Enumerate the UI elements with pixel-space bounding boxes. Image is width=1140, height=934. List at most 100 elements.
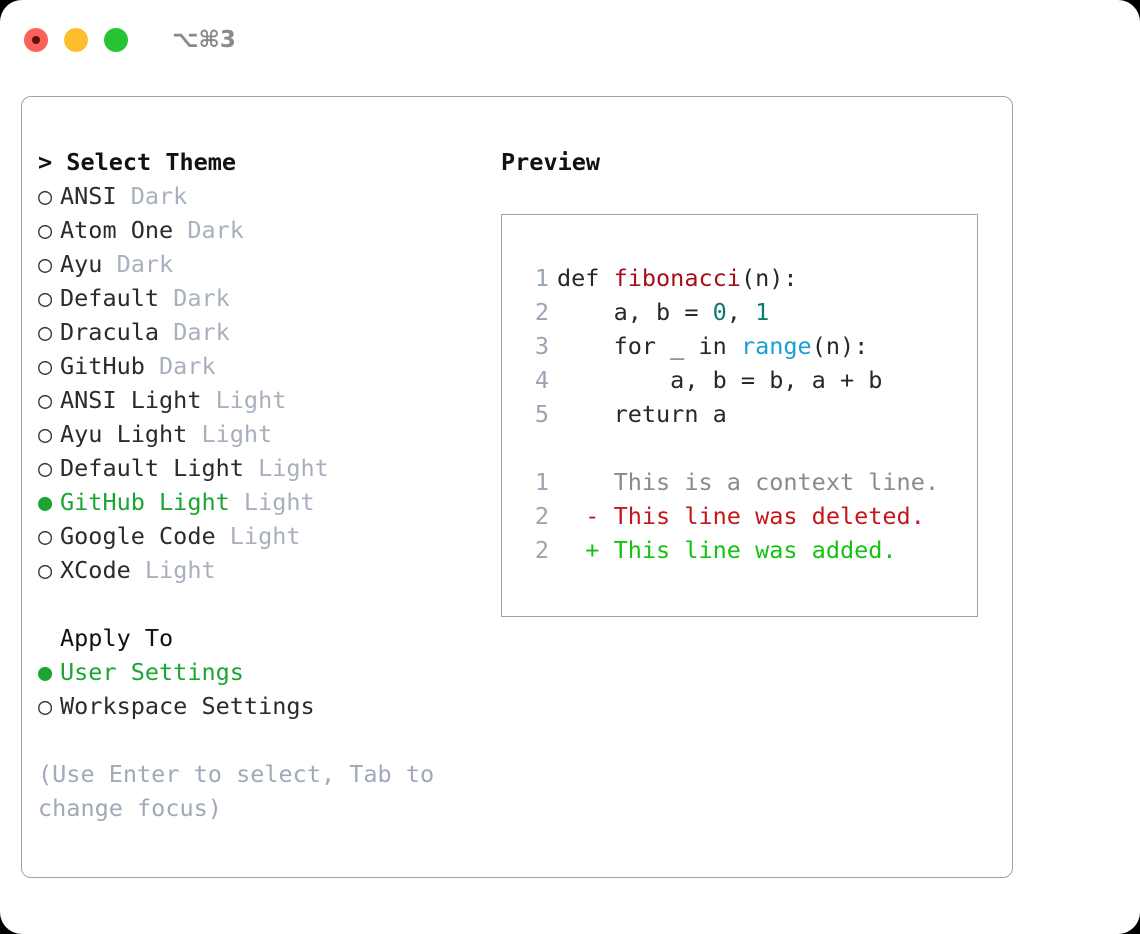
diff-line-deleted: 2 - This line was deleted. xyxy=(502,499,977,533)
code-token-number: 0 xyxy=(712,298,727,326)
code-token-plain: def xyxy=(557,264,614,292)
code-spacer xyxy=(502,431,977,465)
code-token-plain: return a xyxy=(557,400,727,428)
apply-to-option-label: User Settings xyxy=(60,658,244,686)
diff-line-text: - This line was deleted. xyxy=(557,502,925,530)
select-theme-heading: > Select Theme xyxy=(38,148,237,176)
theme-item-ansi-light[interactable]: ○ANSI Light Light xyxy=(38,383,508,417)
maximize-button[interactable] xyxy=(104,28,128,52)
theme-item-ayu-light[interactable]: ○Ayu Light Light xyxy=(38,417,508,451)
theme-item-label: Ayu Light xyxy=(60,420,188,448)
theme-item-ayu[interactable]: ○Ayu Dark xyxy=(38,247,508,281)
code-line: 4 a, b = b, a + b xyxy=(502,363,977,397)
apply-to-option-workspace-settings[interactable]: ○Workspace Settings xyxy=(38,689,508,723)
main-panel: > Select Theme ○ANSI Dark○Atom One Dark○… xyxy=(21,96,1013,878)
theme-item-kind: Light xyxy=(130,556,216,584)
radio-unselected-icon[interactable]: ○ xyxy=(38,454,53,482)
code-line: 5 return a xyxy=(502,397,977,431)
code-line: 3 for _ in range(n): xyxy=(502,329,977,363)
radio-unselected-icon[interactable]: ○ xyxy=(38,556,53,584)
theme-item-label: Dracula xyxy=(60,318,160,346)
line-number: 1 xyxy=(534,264,549,292)
code-line: 1 def fibonacci(n): xyxy=(502,261,977,295)
theme-item-label: GitHub xyxy=(60,352,145,380)
radio-unselected-icon[interactable]: ○ xyxy=(38,250,53,278)
code-line-text: for _ in range(n): xyxy=(557,329,869,363)
theme-item-github-light[interactable]: ●GitHub Light Light xyxy=(38,485,508,519)
radio-unselected-icon[interactable]: ○ xyxy=(38,692,53,720)
radio-selected-icon[interactable]: ● xyxy=(38,658,53,686)
theme-item-label: ANSI Light xyxy=(60,386,202,414)
diff-line-added: 2 + This line was added. xyxy=(502,533,977,567)
code-token-plain: , xyxy=(726,298,756,326)
code-token-plain: (n): xyxy=(740,264,798,292)
code-token-function: fibonacci xyxy=(613,264,741,292)
line-number: 2 xyxy=(534,298,549,326)
radio-unselected-icon[interactable]: ○ xyxy=(38,352,53,380)
line-number: 2 xyxy=(534,502,549,530)
line-number: 2 xyxy=(534,536,549,564)
diff-line-context: 1 This is a context line. xyxy=(502,465,977,499)
radio-unselected-icon[interactable]: ○ xyxy=(38,420,53,448)
apply-to-option-label: Workspace Settings xyxy=(60,692,315,720)
theme-item-atom-one[interactable]: ○Atom One Dark xyxy=(38,213,508,247)
theme-item-kind: Dark xyxy=(116,182,188,210)
minimize-button[interactable] xyxy=(64,28,88,52)
theme-item-github[interactable]: ○GitHub Dark xyxy=(38,349,508,383)
theme-item-kind: Light xyxy=(201,386,287,414)
code-line-text: a, b = b, a + b xyxy=(557,363,882,397)
theme-item-label: XCode xyxy=(60,556,131,584)
apply-to-heading: Apply To xyxy=(60,624,174,652)
theme-selector-column: > Select Theme ○ANSI Dark○Atom One Dark○… xyxy=(38,145,508,825)
theme-item-kind: Dark xyxy=(102,250,174,278)
theme-item-label: GitHub Light xyxy=(60,488,230,516)
theme-list[interactable]: ○ANSI Dark○Atom One Dark○Ayu Dark○Defaul… xyxy=(38,179,508,587)
theme-item-label: Default xyxy=(60,284,160,312)
radio-selected-icon[interactable]: ● xyxy=(38,488,53,516)
theme-item-google-code[interactable]: ○Google Code Light xyxy=(38,519,508,553)
keyboard-hint-text: (Use Enter to select, Tab to change focu… xyxy=(38,760,449,822)
radio-unselected-icon[interactable]: ○ xyxy=(38,284,53,312)
diff-sample: 1 This is a context line.2 - This line w… xyxy=(502,465,977,567)
theme-item-default[interactable]: ○Default Dark xyxy=(38,281,508,315)
theme-item-default-light[interactable]: ○Default Light Light xyxy=(38,451,508,485)
line-number: 5 xyxy=(534,400,549,428)
code-line-text: return a xyxy=(557,397,727,431)
code-line-text: def fibonacci(n): xyxy=(557,261,798,295)
code-token-plain: for _ in xyxy=(557,332,741,360)
theme-item-kind: Dark xyxy=(159,284,230,312)
theme-item-label: Ayu xyxy=(60,250,103,278)
code-token-plain: a, b = b, a + b xyxy=(557,366,883,394)
theme-item-label: Default Light xyxy=(60,454,244,482)
radio-unselected-icon[interactable]: ○ xyxy=(38,318,53,346)
apply-to-option-user-settings[interactable]: ●User Settings xyxy=(38,655,508,689)
theme-item-kind: Dark xyxy=(159,318,230,346)
radio-unselected-icon[interactable]: ○ xyxy=(38,216,53,244)
radio-unselected-icon[interactable]: ○ xyxy=(38,522,53,550)
theme-item-ansi[interactable]: ○ANSI Dark xyxy=(38,179,508,213)
window-titlebar: ⌥⌘3 xyxy=(0,0,1140,80)
theme-item-kind: Dark xyxy=(173,216,244,244)
code-token-call: range xyxy=(740,332,812,360)
theme-item-xcode[interactable]: ○XCode Light xyxy=(38,553,508,587)
radio-unselected-icon[interactable]: ○ xyxy=(38,182,53,210)
apply-to-list[interactable]: ●User Settings○Workspace Settings xyxy=(38,655,508,723)
code-line: 2 a, b = 0, 1 xyxy=(502,295,977,329)
theme-item-kind: Light xyxy=(243,454,329,482)
spacer xyxy=(38,587,508,621)
code-token-number: 1 xyxy=(755,298,770,326)
line-number: 3 xyxy=(534,332,549,360)
theme-item-dracula[interactable]: ○Dracula Dark xyxy=(38,315,508,349)
code-line-text: a, b = 0, 1 xyxy=(557,295,770,329)
theme-item-kind: Dark xyxy=(144,352,216,380)
radio-unselected-icon[interactable]: ○ xyxy=(38,386,53,414)
close-button[interactable] xyxy=(24,28,48,52)
theme-item-label: Google Code xyxy=(60,522,216,550)
code-token-plain: a, b = xyxy=(557,298,713,326)
line-number: 4 xyxy=(534,366,549,394)
theme-item-kind: Light xyxy=(215,522,301,550)
